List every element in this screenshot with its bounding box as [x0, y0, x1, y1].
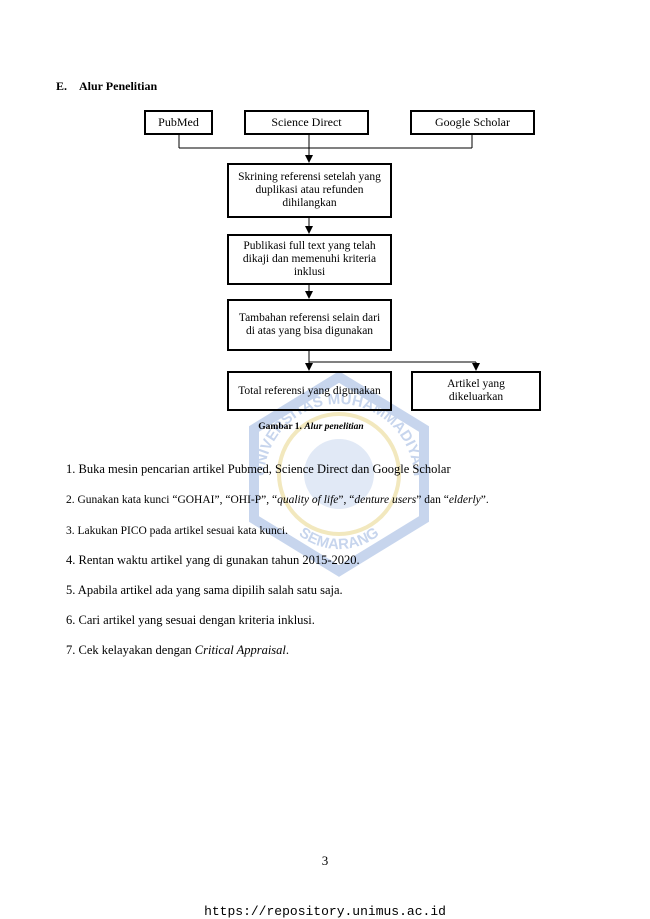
section-heading: E. Alur Penelitian [56, 79, 157, 94]
list-item: 3. Lakukan PICO pada artikel sesuai kata… [66, 525, 288, 537]
list-item: 4. Rentan waktu artikel yang di gunakan … [66, 553, 360, 567]
excluded-articles-box: Artikel yang dikeluarkan [411, 371, 541, 411]
source-scholar-box: Google Scholar [410, 110, 535, 135]
list-item: 7. Cek kelayakan dengan Critical Apprais… [66, 643, 290, 657]
additional-references-box: Tambahan referensi selain dari di atas y… [227, 299, 392, 351]
fulltext-step-box: Publikasi full text yang telah dikaji da… [227, 234, 392, 285]
page-number: 3 [321, 853, 329, 868]
source-sciencedirect-box: Science Direct [244, 110, 369, 135]
caption-label: Gambar 1. [258, 422, 302, 432]
list-item: 5. Apabila artikel ada yang sama dipilih… [66, 583, 343, 597]
section-title: Alur Penelitian [79, 79, 158, 93]
source-pubmed-box: PubMed [144, 110, 213, 135]
screening-step-box: Skrining referensi setelah yang duplikas… [227, 163, 392, 218]
list-item: 1. Buka mesin pencarian artikel Pubmed, … [66, 462, 451, 476]
figure-caption: Gambar 1. Alur penelitian [0, 422, 622, 432]
section-letter: E. [56, 79, 68, 93]
list-item: 6. Cari artikel yang sesuai dengan krite… [66, 613, 315, 627]
list-item: 2. Gunakan kata kunci “GOHAI”, “OHI-P”, … [66, 494, 489, 506]
total-references-box: Total referensi yang digunakan [227, 371, 392, 411]
caption-title: Alur penelitian [304, 422, 364, 432]
repository-url: https://repository.unimus.ac.id [204, 904, 446, 919]
